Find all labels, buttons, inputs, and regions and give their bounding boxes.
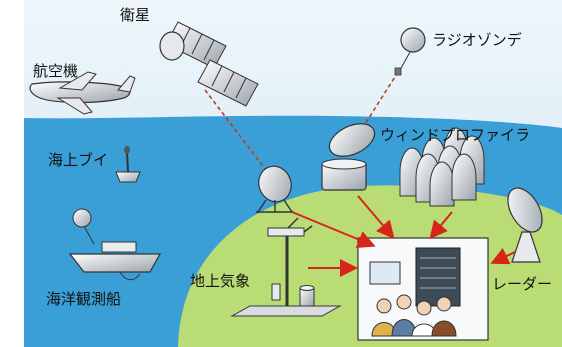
monitor-icon <box>369 261 401 285</box>
people-icon <box>371 294 457 337</box>
arrow-station-to-center <box>357 195 395 240</box>
label-aircraft: 航空機 <box>33 62 78 80</box>
label-ship: 海洋観測船 <box>46 290 121 308</box>
wind-profiler-icon <box>399 127 485 207</box>
satellite-signal-line <box>204 89 273 179</box>
ship-icon <box>68 208 162 281</box>
radar-icon <box>507 187 543 263</box>
satellite-dish-icon <box>256 165 294 213</box>
data-center-panel <box>357 237 489 341</box>
arrow-dish-to-center <box>291 211 376 248</box>
ground-station-icon <box>321 123 376 191</box>
label-surface: 地上気象 <box>190 272 250 290</box>
arrow-profiler-to-center <box>429 211 453 240</box>
label-buoy: 海上ブイ <box>48 151 108 169</box>
data-flow-arrows <box>291 195 516 277</box>
label-radar: レーダー <box>492 275 552 293</box>
label-satellite: 衛星 <box>120 6 150 24</box>
satellite-icon <box>159 21 259 107</box>
arrow-radar-to-center <box>490 247 516 265</box>
radiosonde-icon <box>394 27 426 76</box>
label-radiosonde: ラジオゾンデ <box>432 31 522 49</box>
label-wind-profiler: ウィンドプロファイラ <box>380 126 530 144</box>
buoy-icon <box>115 146 141 183</box>
server-rack-icon <box>415 247 461 307</box>
surface-station-icon <box>230 217 342 317</box>
aircraft-icon <box>29 71 136 115</box>
